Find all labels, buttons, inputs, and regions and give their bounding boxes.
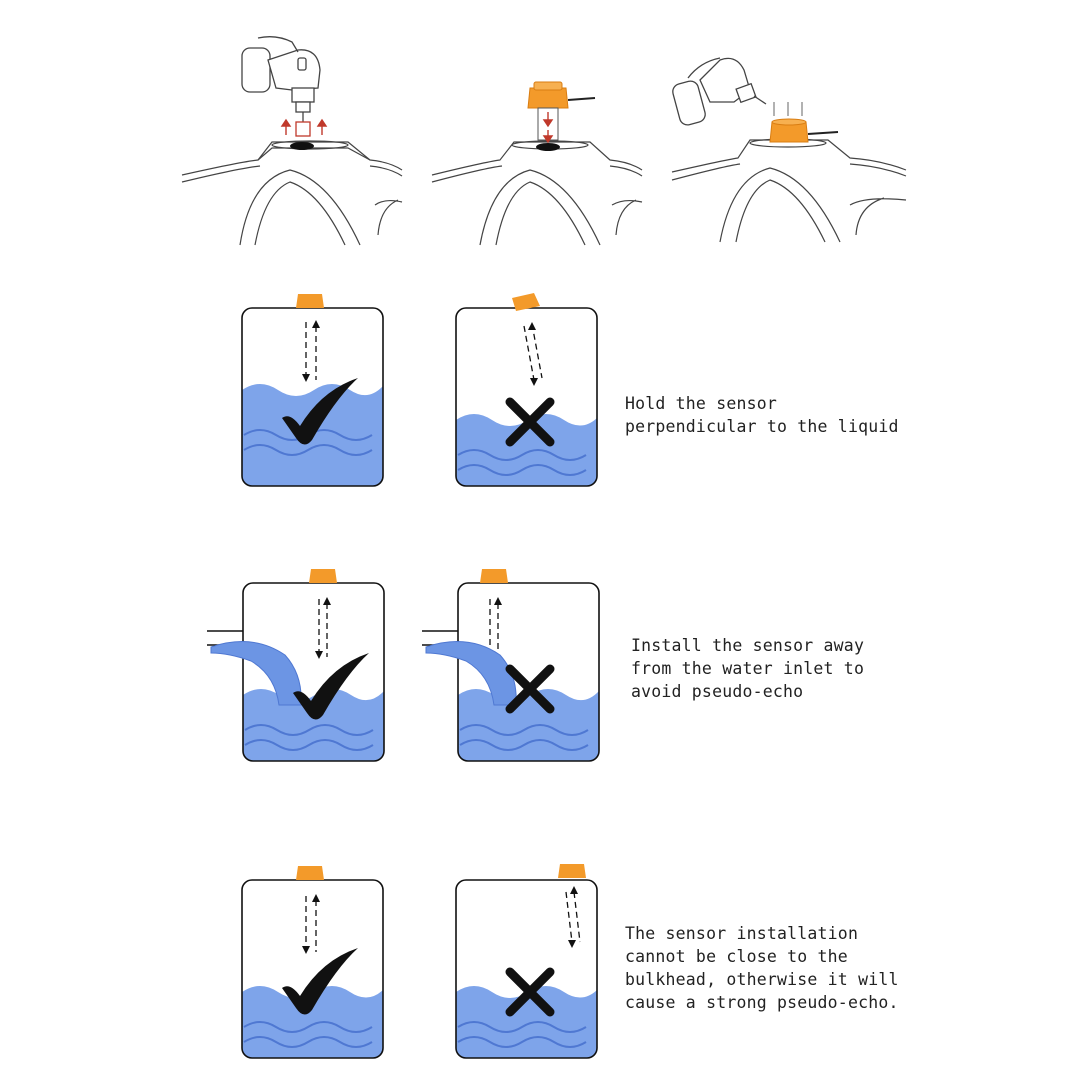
tank-correct-away-from-inlet-svg	[207, 569, 385, 762]
tank-wrong-near-bulkhead-svg	[455, 864, 598, 1059]
inflow-jet	[425, 641, 517, 706]
sensor	[558, 864, 586, 878]
echo-arrows	[305, 896, 317, 952]
sensor	[480, 569, 508, 583]
tank-wrong-tilted-svg	[455, 293, 598, 487]
tank-wall	[457, 582, 600, 762]
step-fix-sensor	[670, 30, 910, 250]
step-fix-sensor-illustration	[671, 57, 907, 243]
insert-arrows	[542, 112, 554, 144]
screws	[773, 102, 803, 116]
step-drill-hole	[180, 30, 405, 250]
hole	[290, 142, 314, 150]
tank-wrong-tilted	[454, 290, 599, 490]
tank-wrong-near-inlet-svg	[422, 569, 600, 762]
tank-correct-perpendicular-svg	[241, 294, 384, 487]
tank-correct-centered	[240, 862, 385, 1062]
echo-arrows	[523, 323, 543, 381]
caption-bulkhead: The sensor installation cannot be close …	[625, 924, 899, 1012]
step-insert-sensor-illustration	[431, 81, 643, 246]
inflow-jet	[210, 641, 302, 706]
lift-arrows	[280, 118, 328, 135]
sensor-body	[527, 81, 596, 141]
tank-wall	[455, 879, 598, 1059]
mounting-surface	[431, 140, 643, 246]
echo-arrows	[318, 599, 328, 657]
echo-arrows	[489, 599, 499, 649]
tank-wrong-near-bulkhead	[454, 862, 599, 1062]
caption-water-inlet: Install the sensor away from the water i…	[631, 636, 865, 701]
sensor	[309, 569, 337, 583]
mounting-surface	[671, 138, 907, 243]
step-insert-sensor	[430, 30, 645, 250]
echo-arrows	[565, 891, 581, 943]
drill-icon	[241, 36, 321, 137]
echo-arrows	[305, 322, 317, 380]
sensor-body	[769, 118, 839, 143]
mounting-surface	[181, 140, 403, 246]
drill-icon	[672, 57, 767, 126]
tank-wrong-near-inlet	[420, 565, 602, 765]
tank-correct-away-from-inlet	[205, 565, 387, 765]
tank-correct-centered-svg	[241, 866, 384, 1059]
sensor	[296, 866, 324, 880]
tank-correct-perpendicular	[240, 290, 385, 490]
hole	[536, 143, 560, 151]
sensor	[296, 294, 324, 308]
step-drill-hole-illustration	[181, 36, 403, 246]
caption-perpendicular: Hold the sensor perpendicular to the liq…	[625, 394, 899, 436]
sensor	[512, 293, 540, 311]
